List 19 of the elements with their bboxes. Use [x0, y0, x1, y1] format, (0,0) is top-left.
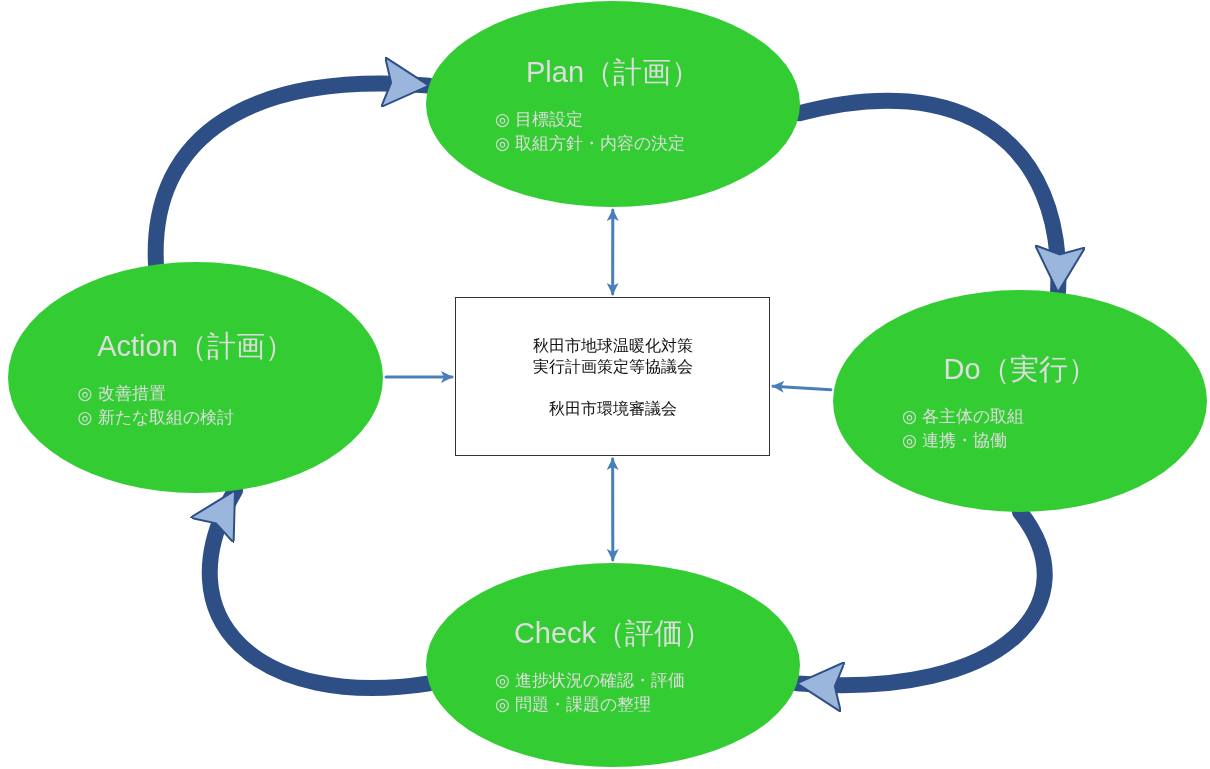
bullet-text: ◎ 取組方針・内容の決定 — [495, 132, 687, 155]
bullet-text: ◎ 新たな取組の検討 — [77, 405, 235, 429]
arrow — [384, 370, 454, 383]
bullet-text: ◎ 連携・協働 — [902, 429, 1009, 452]
phase-title: Do（実行） — [943, 352, 1097, 387]
arrow — [771, 380, 833, 393]
bullet-text: ◎ 問題・課題の整理 — [495, 693, 653, 716]
phase-title: Plan（計画） — [525, 55, 700, 90]
council-name: 秋田市地球温暖化対策実行計画策定等協議会 — [532, 334, 693, 377]
arrow — [606, 208, 619, 296]
phase-title: Check（評価） — [513, 616, 713, 651]
council-box — [455, 297, 770, 456]
bullet-text: ◎ 改善措置 — [77, 381, 167, 405]
bullet-text: ◎ 進捗状況の確認・評価 — [495, 669, 687, 692]
bullet-text: ◎ 各主体の取組 — [902, 405, 1026, 428]
bullet-text: ◎ 目標設定 — [495, 108, 585, 131]
council-name: 秋田市環境審議会 — [548, 397, 677, 419]
phase-title: Action（計画） — [97, 328, 294, 364]
arrow — [606, 457, 619, 562]
